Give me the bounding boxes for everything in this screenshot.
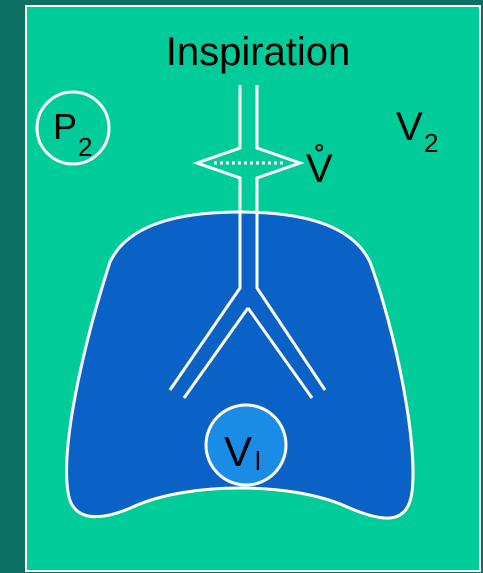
title-label: Inspiration (166, 30, 351, 74)
lung-volume-label-sub: l (255, 446, 261, 476)
lung-volume-label-main: V (224, 428, 252, 475)
pressure-label-main: P (53, 106, 77, 147)
pressure-label-sub: 2 (78, 132, 92, 162)
volume-label-sub: 2 (424, 128, 438, 158)
flow-label: V̊ (306, 143, 333, 191)
volume-label-main: V (396, 105, 423, 149)
